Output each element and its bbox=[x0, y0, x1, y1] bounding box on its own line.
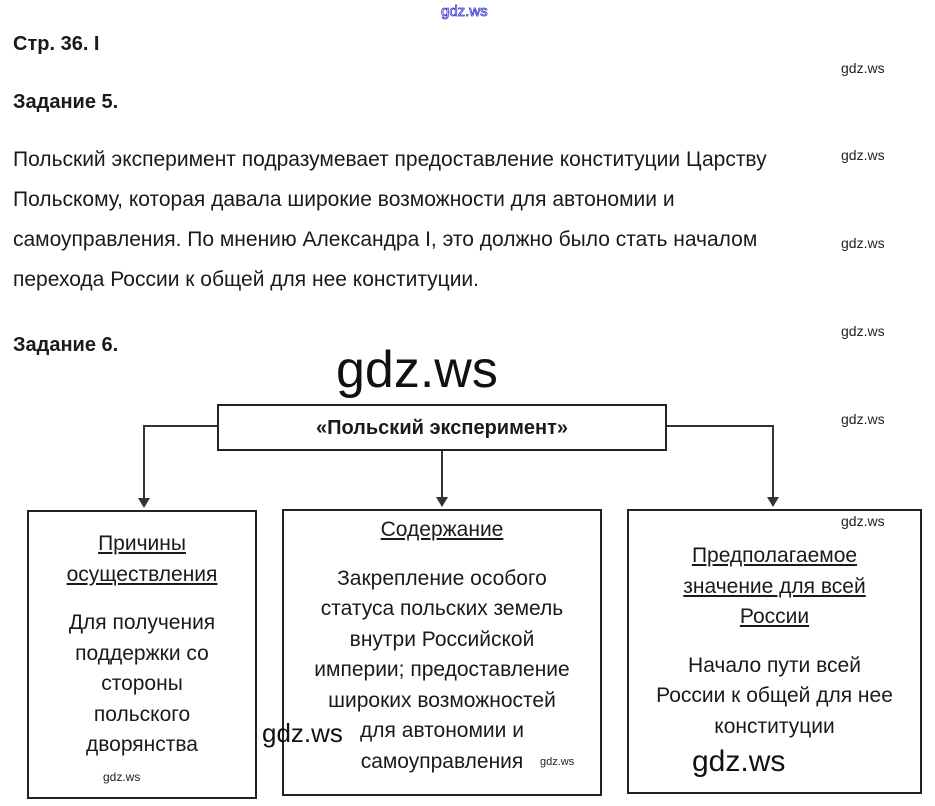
watermark: gdz.ws bbox=[841, 60, 885, 76]
watermark: gdz.ws bbox=[540, 756, 575, 768]
diagram-box-content: Содержание Закрепление особого статуса п… bbox=[282, 509, 602, 796]
box-text: империи; предоставление bbox=[314, 658, 570, 681]
connector-line bbox=[143, 425, 145, 502]
diagram-root-label: «Польский эксперимент» bbox=[315, 417, 569, 439]
arrow-down-icon bbox=[436, 497, 448, 507]
diagram-box-significance: Предполагаемое значение для всей России … bbox=[627, 509, 922, 794]
box-text: поддержки со bbox=[75, 641, 209, 665]
watermark: gdz.ws bbox=[841, 323, 885, 339]
watermark: gdz.ws bbox=[441, 3, 488, 21]
arrow-down-icon bbox=[767, 497, 779, 507]
diagram-root-box: «Польский эксперимент» bbox=[217, 404, 667, 451]
paragraph-line: самоуправления. По мнению Александра I, … bbox=[13, 228, 758, 251]
box-heading: Предполагаемое bbox=[691, 544, 858, 567]
watermark: gdz.ws bbox=[841, 235, 885, 251]
box-heading: России bbox=[739, 605, 810, 628]
box-text: польского bbox=[93, 702, 191, 726]
box-text: Закрепление особого bbox=[337, 566, 547, 590]
box-text: Для получения bbox=[68, 611, 216, 634]
box-heading: Причины bbox=[98, 532, 186, 555]
connector-line bbox=[441, 449, 443, 501]
arrow-down-icon bbox=[138, 498, 150, 508]
diagram-box-reasons: Причины осуществления Для получения подд… bbox=[27, 510, 257, 799]
box-text: внутри Российской bbox=[349, 627, 535, 651]
watermark: gdz.ws bbox=[336, 341, 498, 399]
box-heading: значение для всей bbox=[683, 574, 866, 598]
box-text: дворянства bbox=[86, 733, 198, 756]
watermark: gdz.ws bbox=[262, 718, 343, 748]
task5-title: Задание 5. bbox=[13, 91, 119, 113]
task6-title: Задание 6. bbox=[13, 334, 119, 356]
watermark: gdz.ws bbox=[841, 513, 885, 529]
watermark: gdz.ws bbox=[841, 147, 885, 163]
watermark: gdz.ws bbox=[841, 411, 885, 427]
box-text: для автономии и bbox=[360, 719, 524, 742]
box-text: самоуправления bbox=[360, 749, 524, 773]
paragraph-line: Польскому, которая давала широкие возмож… bbox=[13, 188, 675, 211]
box-heading: Содержание bbox=[380, 518, 504, 541]
box-text: конституции bbox=[714, 714, 835, 738]
watermark: gdz.ws bbox=[692, 745, 786, 778]
box-heading: осуществления bbox=[66, 562, 218, 586]
box-text: статуса польских земель bbox=[320, 597, 564, 620]
connector-line bbox=[772, 425, 774, 501]
box-text: стороны bbox=[101, 672, 183, 695]
paragraph-line: Польский эксперимент подразумевает предо… bbox=[13, 148, 767, 171]
box-text: России к общей для нее bbox=[656, 684, 893, 707]
page-reference: Стр. 36. I bbox=[13, 33, 100, 55]
box-text: Начало пути всей bbox=[688, 653, 861, 677]
paragraph-line: перехода России к общей для нее конститу… bbox=[13, 268, 479, 291]
box-text: широких возможностей bbox=[328, 688, 556, 712]
connector-line bbox=[143, 425, 218, 427]
watermark: gdz.ws bbox=[103, 770, 141, 784]
connector-line bbox=[665, 425, 774, 427]
